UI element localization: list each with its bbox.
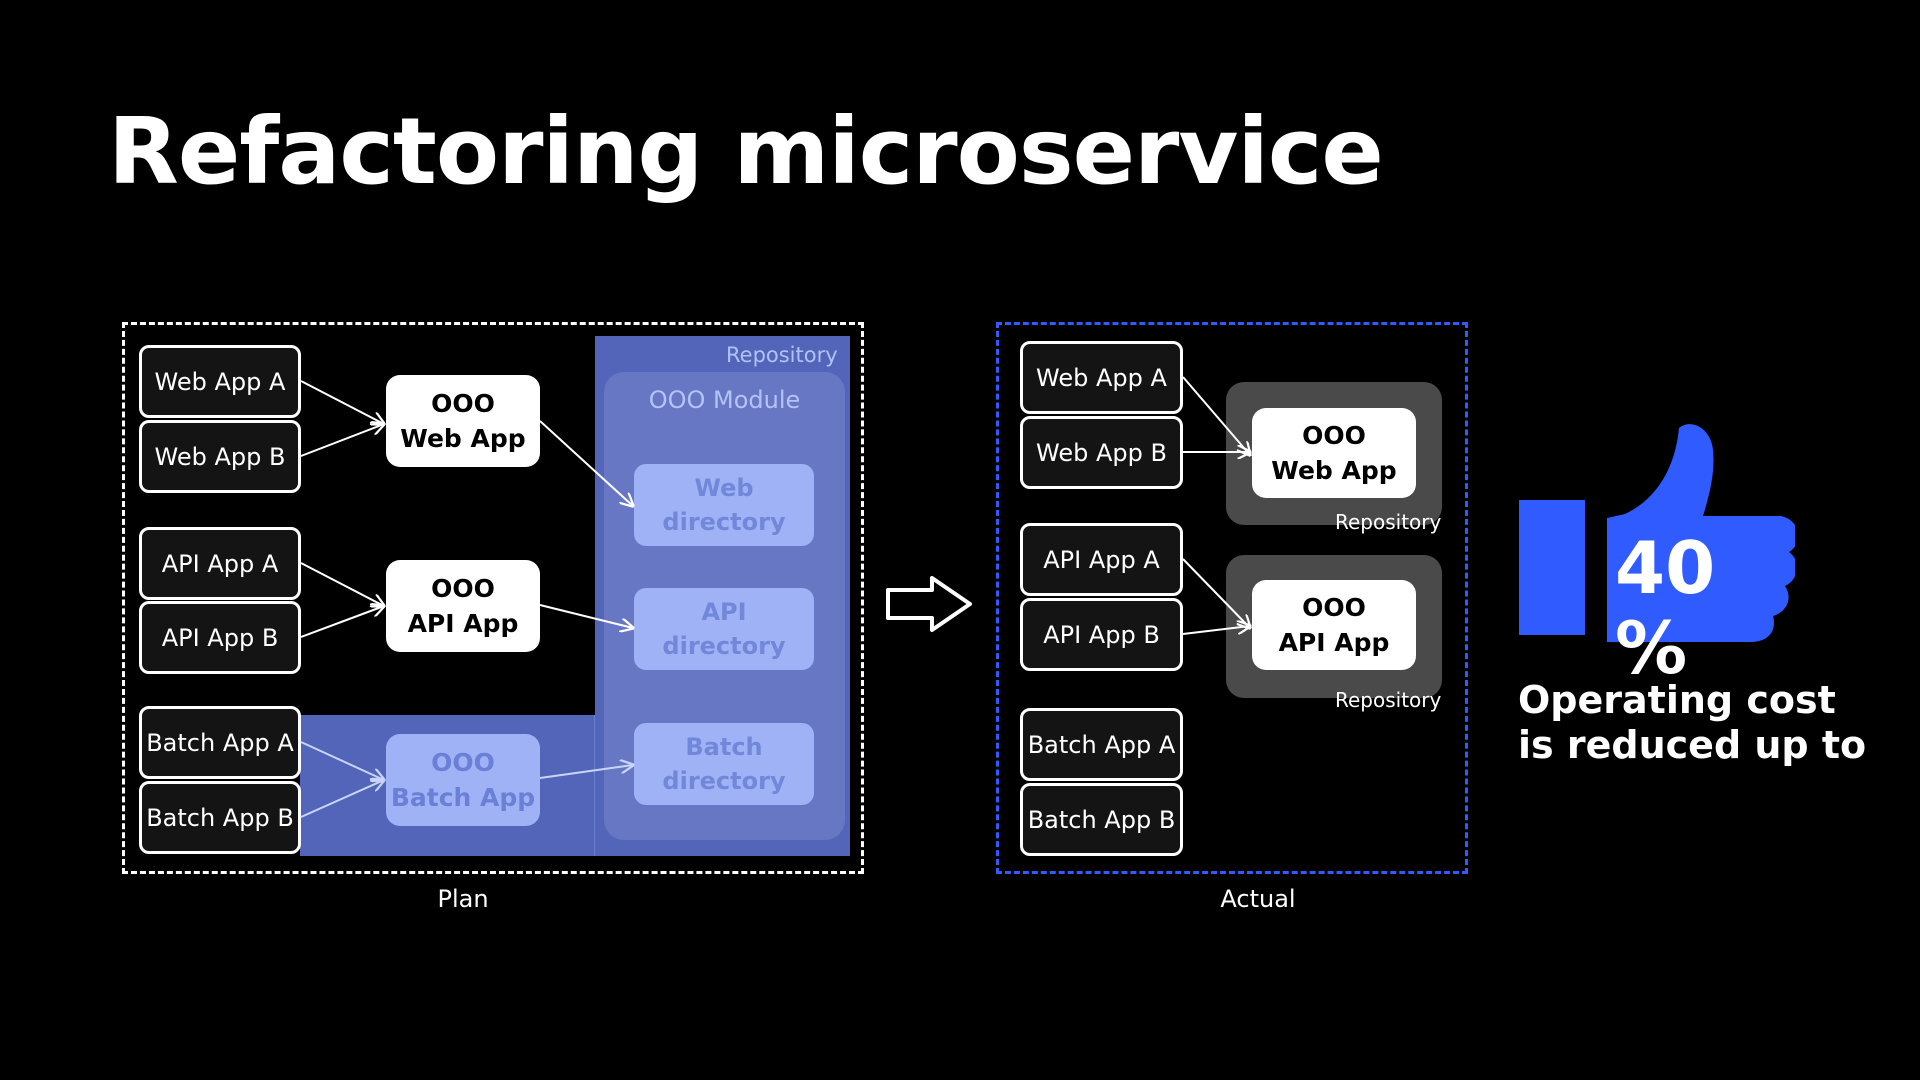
stat-value: 40 xyxy=(1615,526,1716,610)
plan-ooo-batch-app: OOO Batch App xyxy=(386,734,540,826)
directory-line1: Web xyxy=(694,474,754,502)
plan-repository-label: Repository xyxy=(726,343,838,367)
plan-api-directory: API directory xyxy=(634,588,814,670)
actual-api-app-b: API App B xyxy=(1020,598,1183,671)
actual-frame xyxy=(996,322,1468,874)
hub-line1: OOO xyxy=(431,574,495,603)
plan-caption: Plan xyxy=(437,885,489,913)
plan-api-app-b: API App B xyxy=(139,601,301,674)
actual-api-repository-label: Repository xyxy=(1335,688,1442,712)
plan-module-label: OOO Module xyxy=(648,386,801,414)
plan-ooo-web-app: OOO Web App xyxy=(386,375,540,467)
hub-line1: OOO xyxy=(1302,421,1366,450)
actual-ooo-web-app: OOO Web App xyxy=(1252,408,1416,498)
actual-web-app-a: Web App A xyxy=(1020,341,1183,414)
plan-frame xyxy=(122,322,864,874)
directory-line1: Batch xyxy=(685,733,763,761)
plan-batch-directory: Batch directory xyxy=(634,723,814,805)
thumbs-up-icon xyxy=(1519,424,1795,642)
plan-web-app-a: Web App A xyxy=(139,345,301,418)
hub-line2: API App xyxy=(407,609,519,638)
plan-web-hub-to-dir xyxy=(539,420,633,506)
hub-line2: Batch App xyxy=(390,783,536,812)
actual-api-app-a: API App A xyxy=(1020,523,1183,596)
plan-repository-divider xyxy=(594,715,595,856)
actual-web-app-b: Web App B xyxy=(1020,416,1183,489)
plan-web-directory: Web directory xyxy=(634,464,814,546)
hub-line1: OOO xyxy=(431,389,495,418)
actual-caption: Actual xyxy=(1220,885,1296,913)
hub-line2: API App xyxy=(1278,628,1390,657)
stat-caption: Operating cost is reduced up to xyxy=(1518,678,1867,767)
hub-line2: Web App xyxy=(400,424,526,453)
plan-web-app-b: Web App B xyxy=(139,420,301,493)
plan-api-app-a: API App A xyxy=(139,527,301,600)
actual-batch-app-b: Batch App B xyxy=(1020,783,1183,856)
hub-line1: OOO xyxy=(431,748,495,777)
plan-batch-hub-to-dir xyxy=(539,765,633,779)
slide-title: Refactoring microservice xyxy=(108,98,1384,205)
plan-api-hub-to-dir xyxy=(539,604,633,628)
hub-line2: Web App xyxy=(1271,456,1397,485)
plan-batch-a-to-hub xyxy=(300,741,384,780)
directory-line2: directory xyxy=(662,632,786,660)
plan-batch-b-to-hub xyxy=(300,780,384,818)
actual-api-a-to-hub xyxy=(1182,558,1250,628)
actual-ooo-api-app: OOO API App xyxy=(1252,580,1416,670)
plan-batch-app-a: Batch App A xyxy=(139,706,301,779)
actual-api-b-to-hub xyxy=(1182,626,1250,635)
stat-unit: % xyxy=(1615,606,1688,690)
plan-api-a-to-hub xyxy=(300,562,384,606)
plan-api-b-to-hub xyxy=(300,606,384,638)
actual-web-repository-label: Repository xyxy=(1335,510,1442,534)
plan-to-actual-arrow-icon xyxy=(886,576,972,632)
directory-line2: directory xyxy=(662,508,786,536)
directory-line1: API xyxy=(701,598,747,626)
directory-line2: directory xyxy=(662,767,786,795)
plan-ooo-api-app: OOO API App xyxy=(386,560,540,652)
actual-batch-app-a: Batch App A xyxy=(1020,708,1183,781)
hub-line1: OOO xyxy=(1302,593,1366,622)
plan-batch-app-b: Batch App B xyxy=(139,781,301,854)
actual-web-a-to-hub xyxy=(1182,376,1250,455)
plan-web-a-to-hub xyxy=(300,380,384,424)
plan-web-b-to-hub xyxy=(300,424,384,457)
